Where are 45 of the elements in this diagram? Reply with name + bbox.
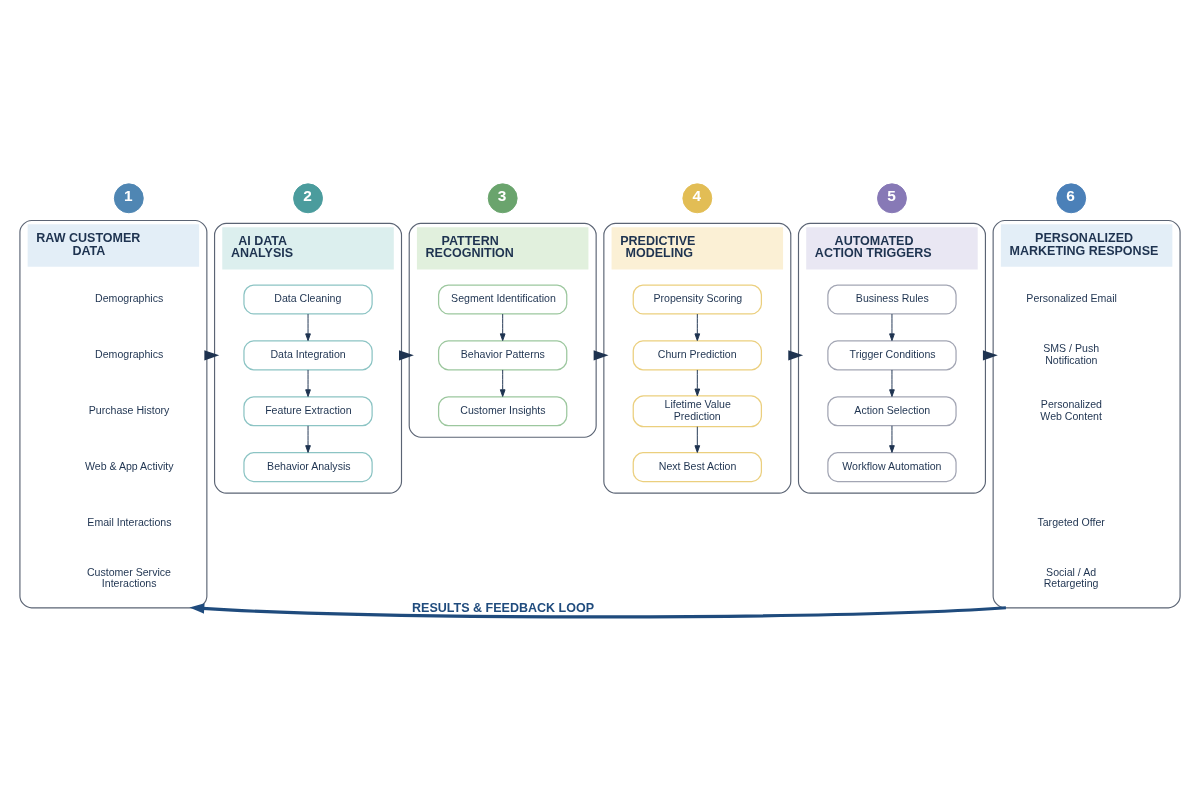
arrow (189, 602, 1006, 618)
arrow (499, 313, 506, 341)
arrow (305, 368, 311, 397)
arrow (499, 368, 506, 397)
node-circle: 1 (113, 182, 144, 213)
arrow (305, 424, 311, 453)
node-box: Next Best Action (632, 451, 763, 482)
node-text: Purchase History (88, 403, 170, 416)
node-box: Propensity Scoring (632, 283, 763, 315)
node-box: Trigger Conditions (827, 339, 957, 370)
node-box: Action Selection (827, 395, 957, 426)
arrow (694, 313, 701, 341)
node-box: Data Integration (243, 339, 373, 370)
node-circle: 6 (1056, 182, 1087, 213)
node-box: Segment Identification (437, 283, 568, 315)
node-text: Personalized Email (1026, 291, 1117, 304)
arrow (694, 425, 701, 453)
node-box: Workflow Automation (827, 451, 957, 482)
node-box: Feature Extraction (243, 395, 373, 426)
node-text: Targeted Offer (1037, 515, 1105, 528)
node-box: Customer Insights (437, 395, 568, 426)
node-text: Demographics (95, 291, 164, 304)
edge-label: RESULTS & FEEDBACK LOOP (412, 600, 595, 615)
node-box: Behavior Analysis (243, 451, 373, 482)
node-circle: 4 (682, 182, 713, 213)
node-text: SMS / Push Notification (1043, 341, 1100, 366)
node-circle: 3 (487, 182, 518, 213)
arrow (889, 424, 895, 453)
arrow (889, 313, 895, 341)
node-text: Demographics (95, 347, 164, 360)
node-circle: 5 (877, 182, 907, 213)
node-text: Social / Ad Retargeting (1043, 565, 1099, 589)
arrow (305, 313, 311, 341)
node-box: Data Cleaning (243, 283, 373, 315)
node-box: Behavior Patterns (437, 339, 568, 370)
node-text: Email Interactions (87, 515, 172, 528)
node-box: Lifetime Value Prediction (632, 394, 763, 427)
node-text: Customer Service Interactions (86, 565, 171, 589)
node-circle: 2 (293, 182, 323, 213)
node-box: Business Rules (827, 283, 957, 315)
arrow (889, 368, 895, 397)
arrow (694, 368, 701, 396)
node-text: Personalized Web Content (1040, 397, 1102, 422)
node-box: Churn Prediction (632, 339, 763, 370)
node-text: Web & App Activity (84, 459, 174, 472)
